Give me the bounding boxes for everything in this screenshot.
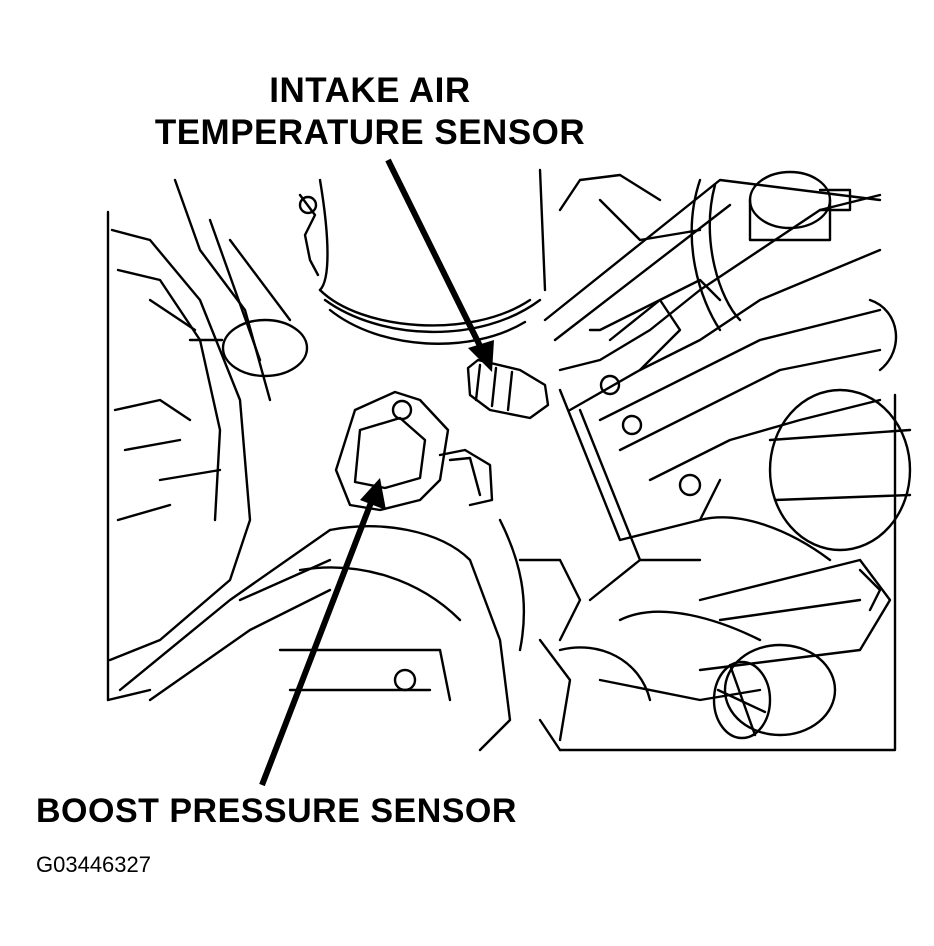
illustration-outline bbox=[106, 210, 897, 752]
intake-air-temperature-sensor-label: INTAKE AIR TEMPERATURE SENSOR bbox=[0, 70, 740, 154]
intake-air-temperature-sensor bbox=[466, 358, 550, 420]
intake-air-label-line1: INTAKE AIR bbox=[269, 71, 471, 110]
intake-duct bbox=[298, 168, 547, 345]
figure-id: G03446327 bbox=[36, 852, 151, 877]
right-side-components bbox=[543, 170, 912, 562]
intake-air-sensor-arrow bbox=[385, 158, 494, 372]
boost-pressure-sensor bbox=[334, 390, 494, 512]
boost-pressure-sensor-arrow bbox=[259, 478, 386, 787]
boost-pressure-sensor-label: BOOST PRESSURE SENSOR bbox=[36, 792, 517, 830]
lower-engine-area bbox=[118, 516, 892, 752]
intake-air-label-line2: TEMPERATURE SENSOR bbox=[154, 113, 586, 152]
left-body-panel bbox=[108, 178, 309, 662]
